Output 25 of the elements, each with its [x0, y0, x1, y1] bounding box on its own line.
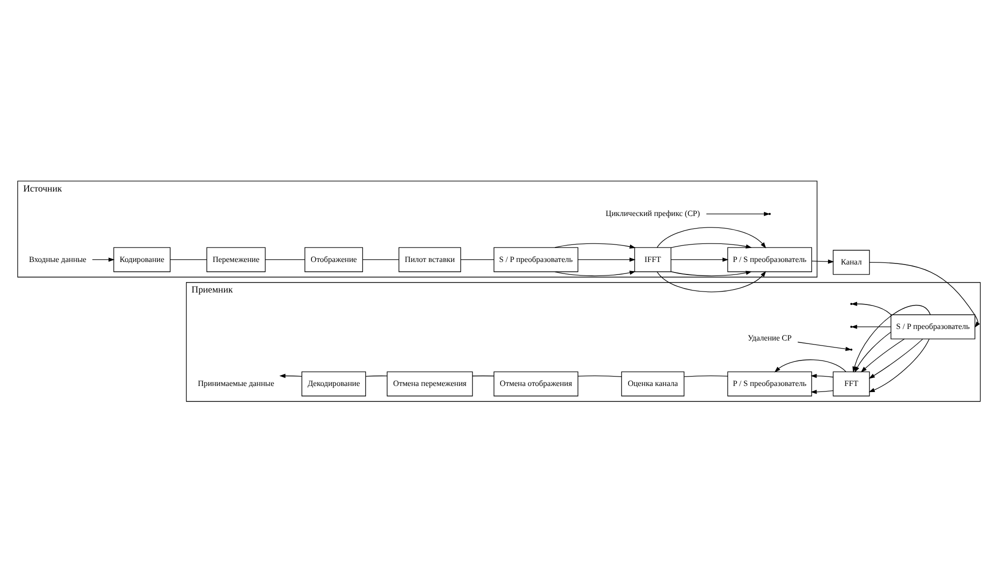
arrow [554, 242, 636, 248]
connector [170, 258, 208, 260]
arrow [810, 373, 834, 378]
arrow [279, 373, 302, 378]
arrow [774, 358, 846, 372]
arrow [656, 226, 766, 248]
arrow [670, 270, 752, 276]
arrow [656, 270, 766, 292]
arrow [810, 389, 834, 394]
arrow [869, 262, 980, 328]
connector [684, 375, 728, 377]
connector [362, 258, 400, 260]
connector [365, 375, 388, 376]
arrow [868, 338, 924, 378]
arrow [860, 338, 905, 372]
arrow [92, 257, 115, 262]
arrow [578, 257, 636, 262]
connector [460, 258, 494, 260]
connector [472, 375, 494, 376]
arrow [670, 257, 729, 262]
arrow [868, 338, 930, 392]
connector [265, 258, 306, 260]
connector [578, 375, 622, 377]
arrow [670, 242, 752, 248]
arrow [811, 258, 834, 264]
